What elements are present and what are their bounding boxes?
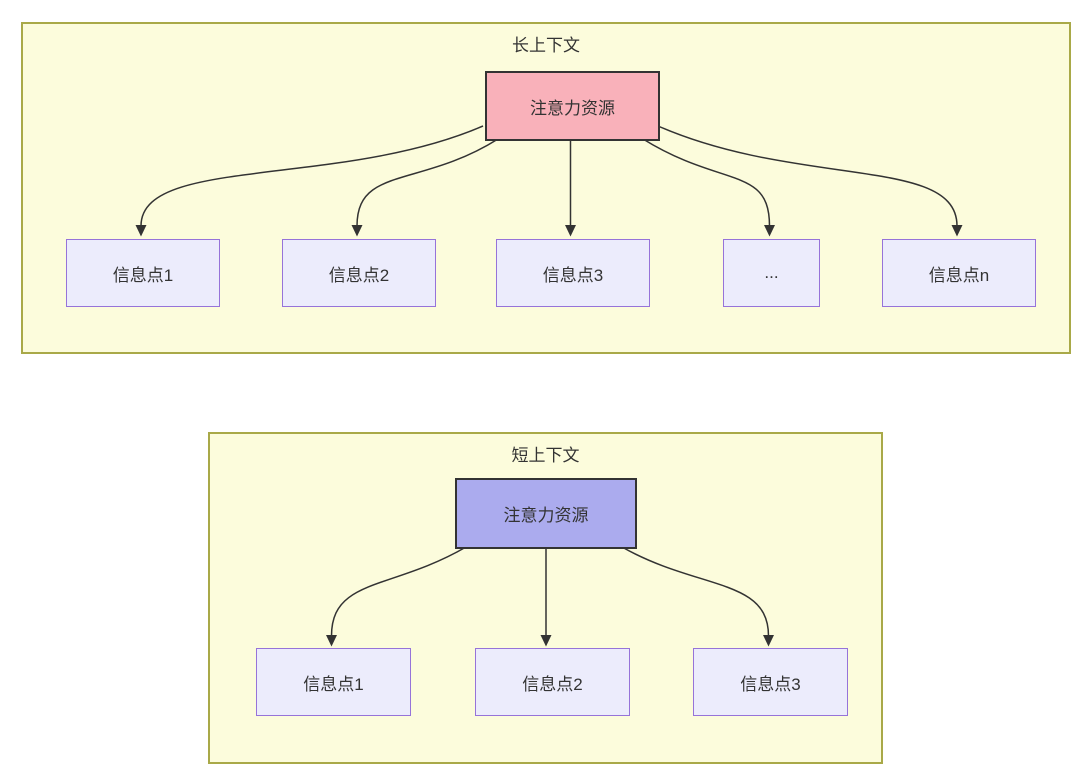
- long-info-node-ellipsis-label: ...: [764, 263, 779, 282]
- long-info-node-2-label: 信息点2: [328, 265, 390, 285]
- long-info-node-3-label: 信息点3: [542, 265, 604, 285]
- short-info-node-3-label: 信息点3: [740, 674, 801, 694]
- short-info-node-1-label: 信息点1: [303, 674, 364, 694]
- short-info-node-2: 信息点2: [475, 648, 630, 716]
- long-info-node-1: 信息点1: [66, 239, 220, 307]
- long-attention-resource-label: 注意力资源: [530, 98, 615, 118]
- short-info-node-3: 信息点3: [693, 648, 848, 716]
- long-attention-resource-box: 注意力资源: [485, 71, 660, 141]
- long-info-node-n: 信息点n: [882, 239, 1036, 307]
- long-context-title: 长上下文: [512, 36, 580, 55]
- short-context-title: 短上下文: [511, 446, 580, 465]
- short-context-container: 短上下文 注意力资源 信息点1 信息点2 信息点3: [208, 432, 883, 764]
- long-info-node-2: 信息点2: [282, 239, 436, 307]
- short-attention-resource-label: 注意力资源: [503, 506, 589, 525]
- long-info-node-3: 信息点3: [496, 239, 650, 307]
- long-info-node-ellipsis: ...: [723, 239, 820, 307]
- short-info-node-1: 信息点1: [256, 648, 411, 716]
- long-context-container: 长上下文 注意力资源 信息点1 信息点2 信息点3 ... 信息点n: [21, 22, 1071, 354]
- short-attention-resource-box: 注意力资源: [455, 478, 637, 549]
- long-info-node-n-label: 信息点n: [928, 265, 990, 285]
- long-info-node-1-label: 信息点1: [112, 265, 174, 285]
- short-info-node-2-label: 信息点2: [522, 674, 583, 694]
